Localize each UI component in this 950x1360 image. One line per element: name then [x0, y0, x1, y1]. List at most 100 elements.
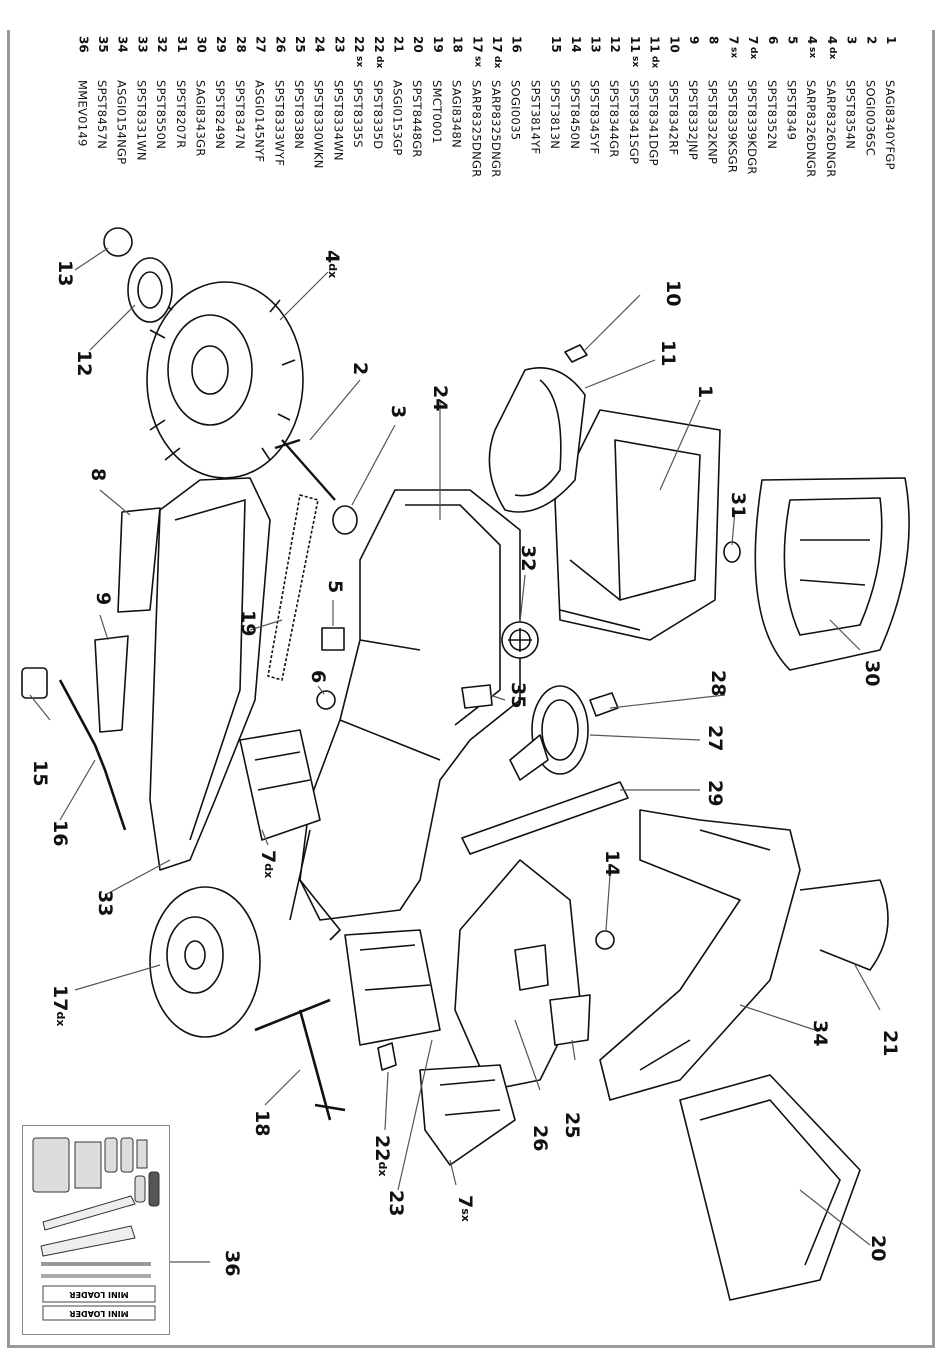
sticker-banner [42, 1305, 156, 1321]
callout-suffix: dx [54, 1011, 67, 1027]
part-22dx [377, 1042, 397, 1071]
callout-number: 4 [321, 250, 343, 264]
callout-c7dx: 7dx [257, 850, 279, 878]
callout-c8: 8 [87, 468, 109, 482]
part-bucket [679, 1074, 861, 1301]
part-number-text: 32 [155, 36, 170, 53]
part-code: SPST8344GR [607, 80, 622, 158]
part-code: ASGI0145NYF [252, 80, 267, 163]
part-number-text: 36 [76, 36, 91, 53]
callout-number: 7 [454, 1195, 476, 1209]
part-number: 25 [291, 36, 307, 56]
callout-c21: 21 [879, 1030, 901, 1056]
part-number-text: 34 [115, 36, 130, 53]
part-number: 14 [567, 36, 583, 56]
part-number-text: 21 [391, 36, 406, 53]
part-code: SPST8334WN [331, 80, 346, 161]
callout-number: 5 [324, 580, 346, 594]
part-body [289, 489, 521, 941]
part-chain [267, 494, 319, 681]
callout-number: 19 [237, 610, 259, 637]
part-number-text: 5 [785, 36, 800, 45]
callout-c19: 19 [237, 610, 259, 637]
callout-suffix: sx [459, 1208, 472, 1222]
part-number-text: 7 [746, 36, 761, 45]
callout-number: 29 [704, 780, 726, 807]
part-code: SPST8448GR [410, 80, 425, 158]
part-number-text: 22 [352, 36, 367, 53]
callout-number: 8 [87, 468, 109, 482]
callout-c16: 16 [49, 820, 71, 846]
part-bracket [461, 684, 493, 709]
part-code: SPST8332KNP [705, 80, 720, 165]
part-knob-15 [21, 667, 48, 699]
callout-number: 35 [507, 682, 529, 709]
part-number-text: 10 [667, 36, 682, 53]
part-number: 11sx [626, 36, 642, 67]
part-code: SPST8450N [567, 80, 582, 150]
part-code: SOGI0036SC [863, 80, 878, 157]
part-code: SPST8457N [95, 80, 109, 150]
callout-number: 1 [694, 385, 716, 399]
part-number: 18 [449, 36, 465, 56]
parts-list-row: SPST3814YF [527, 36, 543, 226]
sticker-stripe [41, 1262, 151, 1266]
part-number: 27 [252, 36, 268, 56]
callout-c24: 24 [429, 385, 451, 411]
callout-c14: 14 [601, 850, 623, 877]
callout-number: 20 [867, 1235, 889, 1262]
part-seat [554, 409, 721, 641]
callout-number: 18 [251, 1110, 273, 1137]
part-number-text: 1 [884, 36, 898, 45]
part-number: 7sx [724, 36, 740, 59]
part-number-suffix: sx [807, 47, 818, 59]
part-number: 33 [133, 36, 149, 56]
part-code: SPST8342RF [666, 80, 681, 156]
part-grille [549, 994, 591, 1046]
part-cover-7sx [419, 1064, 516, 1166]
callout-c26: 26 [529, 1125, 551, 1151]
part-code: SPST8345YF [587, 80, 602, 155]
callout-number: 14 [601, 850, 623, 877]
part-number-text: 9 [687, 36, 701, 45]
part-number: 13 [587, 36, 603, 56]
part-number: 19 [429, 36, 445, 56]
callout-number: 32 [517, 545, 539, 572]
callout-c4dx: 4dx [321, 250, 343, 278]
part-code: SARP8325DNGR [469, 80, 484, 178]
part-number-text: 16 [509, 36, 524, 53]
part-number: 24 [311, 36, 327, 56]
part-code: ASGI0153GP [390, 80, 405, 156]
callout-c32: 32 [517, 545, 539, 572]
part-shift-lever [58, 679, 127, 831]
callout-c7sx: 7sx [454, 1195, 476, 1222]
callout-number: 25 [561, 1112, 583, 1139]
part-number-text: 2 [864, 36, 879, 45]
part-number: 22dx [370, 36, 386, 68]
callout-c35: 35 [507, 682, 529, 709]
callout-c23: 23 [385, 1190, 407, 1216]
part-code: ASGI0154NGP [114, 80, 129, 165]
part-number: 8 [705, 36, 721, 47]
part-code: SPST8332JNP [686, 80, 700, 161]
part-number-text: 3 [844, 36, 859, 45]
part-number-text: 6 [765, 36, 780, 45]
part-code: SPST8249N [213, 80, 228, 150]
part-number: 22sx [350, 36, 366, 67]
callout-c11: 11 [657, 340, 679, 366]
callout-number: 28 [707, 670, 729, 697]
part-number: 31 [173, 36, 189, 56]
